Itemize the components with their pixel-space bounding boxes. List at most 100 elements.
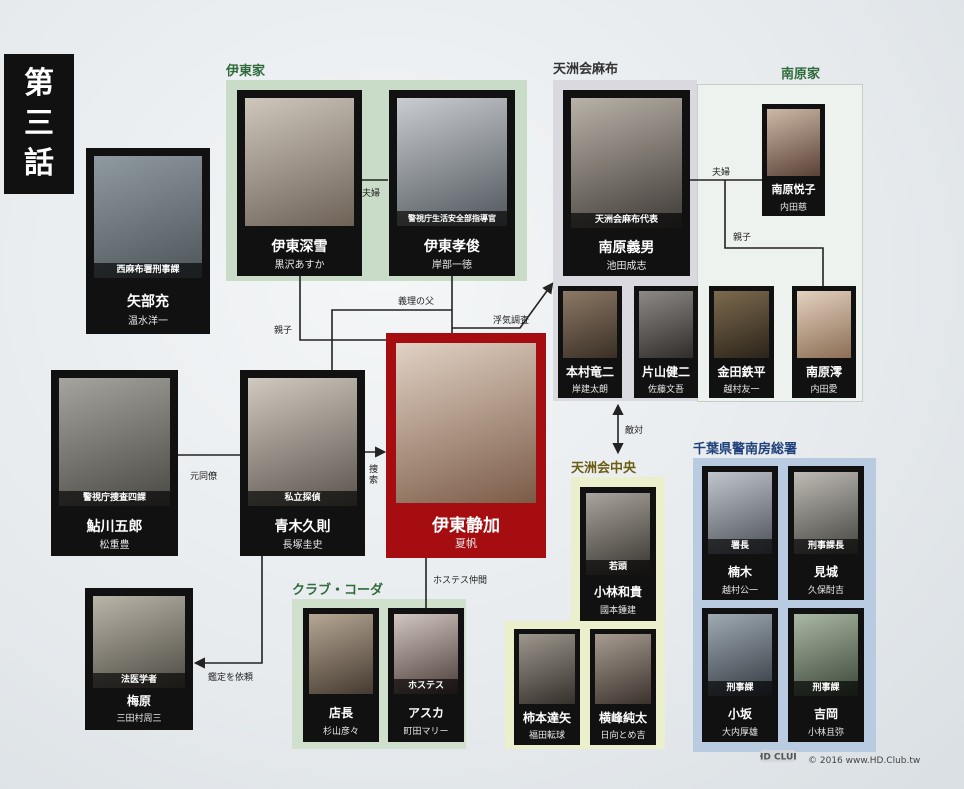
character-card-kimura[interactable]: 本村竜二 岸建太朗 (558, 286, 622, 398)
line-minamihara-parent-child (724, 180, 824, 290)
actor-name: 杉山彦々 (322, 727, 359, 737)
portrait-photo: 刑事課 (708, 614, 772, 696)
actor-name: 黒沢あすか (274, 260, 325, 271)
actor-name: 夏帆 (455, 537, 477, 550)
portrait-photo: 西麻布署刑事課 (94, 156, 202, 278)
portrait-photo (639, 291, 693, 358)
character-role: 西麻布署刑事課 (94, 263, 202, 278)
relation-label-request-autopsy: 鑑定を依頼 (208, 673, 254, 683)
line-affair-investigation (452, 282, 554, 329)
character-card-yokomine[interactable]: 横峰純太 日向とめ吉 (590, 629, 656, 745)
character-card-yoshioka[interactable]: 刑事課 吉岡 小林且弥 (788, 608, 864, 742)
relation-label-affair-investigation: 浮気調査 (493, 316, 530, 326)
character-card-asuka[interactable]: ホステス アスカ 町田マリー (388, 608, 464, 742)
character-card-mishiro[interactable]: 刑事課長 見城 久保酎吉 (788, 466, 864, 600)
character-card-tencho[interactable]: 店長 杉山彦々 (303, 608, 379, 742)
portrait-photo (714, 291, 769, 358)
character-name: 鮎川五郎 (86, 519, 143, 535)
character-card-kobayashi[interactable]: 若頭 小林和貴 國本鍾建 (580, 487, 656, 621)
character-name: 柿本達矢 (522, 711, 571, 725)
relation-label-hostility: 敵対 (625, 426, 644, 436)
portrait-photo: 私立探偵 (248, 378, 357, 506)
portrait-photo (396, 343, 536, 503)
character-name: 伊東孝俊 (424, 239, 480, 255)
character-card-minamihara-yoshio[interactable]: 天洲会麻布代表 南原義男 池田成志 (563, 90, 690, 276)
actor-name: 岸建太朗 (571, 385, 608, 395)
portrait-photo: 若頭 (586, 493, 650, 575)
character-card-ito-takatoshi[interactable]: 警視庁生活安全部指導官 伊東孝俊 岸部一徳 (389, 90, 515, 276)
character-role: 刑事課 (708, 681, 772, 696)
character-role: 私立探偵 (248, 491, 357, 506)
character-card-umehara[interactable]: 法医学者 梅原 三田村周三 (85, 588, 193, 730)
character-card-kakimoto[interactable]: 柿本達矢 福田転球 (514, 629, 580, 745)
actor-name: 三田村周三 (116, 714, 162, 724)
character-name: 伊東静加 (432, 516, 500, 536)
relation-label-search: 捜索 (369, 465, 379, 486)
character-name: 矢部充 (127, 294, 169, 310)
portrait-photo: 法医学者 (93, 596, 185, 688)
character-name: 南原澪 (805, 365, 842, 379)
character-card-aoki[interactable]: 私立探偵 青木久則 長塚圭史 (240, 370, 365, 556)
actor-name: 温水洋一 (128, 316, 168, 327)
character-role: 若頭 (586, 560, 650, 575)
actor-name: 福田転球 (528, 731, 565, 741)
actor-name: 長塚圭史 (282, 540, 323, 551)
relation-label-parent-child-ito: 親子 (274, 326, 293, 336)
character-card-kusunoki[interactable]: 署長 楠木 越村公一 (702, 466, 778, 600)
actor-name: 池田成志 (606, 261, 647, 272)
portrait-photo (563, 291, 617, 358)
character-name: 片山健二 (641, 365, 690, 379)
character-card-minamihara-etsuko[interactable]: 南原悦子 内田慈 (762, 104, 825, 216)
title-char-1: 第 (24, 66, 54, 101)
actor-name: 越村公一 (721, 586, 758, 596)
group-label-minamihara-family: 南原家 (781, 67, 821, 82)
character-name: 店長 (328, 706, 353, 720)
portrait-photo: 警視庁捜査四課 (59, 378, 170, 506)
actor-name: 越村友一 (723, 385, 760, 395)
group-label-tenshu-chuo: 天洲会中央 (571, 461, 637, 476)
relation-label-father-in-law: 義理の父 (398, 297, 435, 307)
character-name: 南原義男 (598, 240, 655, 256)
character-card-ito-shizuka[interactable]: 伊東静加 夏帆 (386, 333, 546, 558)
character-card-katayama[interactable]: 片山健二 佐藤文吾 (634, 286, 698, 398)
portrait-photo: 天洲会麻布代表 (571, 98, 682, 228)
character-card-ayukawa[interactable]: 警視庁捜査四課 鮎川五郎 松重豊 (51, 370, 178, 556)
portrait-photo: ホステス (394, 614, 458, 694)
character-card-yabe[interactable]: 西麻布署刑事課 矢部充 温水洋一 (86, 148, 210, 334)
line-request-autopsy (193, 555, 263, 669)
hd-club-logo: HD CLUB (756, 748, 800, 764)
group-label-chiba-police: 千葉県警南房総署 (693, 442, 798, 457)
portrait-photo (797, 291, 851, 358)
line-ito-parent-child (299, 276, 386, 341)
actor-name: 町田マリー (403, 727, 449, 737)
actor-name: 國本鍾建 (599, 606, 636, 616)
character-role: 署長 (708, 539, 772, 554)
portrait-photo: 刑事課長 (794, 472, 858, 554)
group-label-ito-family: 伊東家 (226, 64, 266, 79)
character-card-ito-miyuki[interactable]: 伊東深雪 黒沢あすか (237, 90, 362, 276)
actor-name: 大内厚雄 (721, 728, 758, 738)
character-card-minamihara-mio[interactable]: 南原澪 内田愛 (792, 286, 856, 398)
actor-name: 佐藤文吾 (647, 385, 684, 395)
character-name: 金田鉄平 (717, 365, 766, 379)
character-card-kaneda[interactable]: 金田鉄平 越村友一 (709, 286, 774, 398)
character-name: 伊東深雪 (271, 239, 328, 255)
actor-name: 内田慈 (779, 203, 807, 213)
group-label-tenshu-azabu: 天洲会麻布 (553, 62, 619, 77)
actor-name: 日向とめ吉 (600, 731, 646, 741)
character-name: 梅原 (126, 694, 151, 708)
portrait-photo: 警視庁生活安全部指導官 (397, 98, 507, 226)
portrait-photo: 刑事課 (794, 614, 858, 696)
character-name: 小坂 (727, 707, 752, 721)
hd-club-logo-mark: HD CLUB (756, 750, 800, 763)
character-card-kosaka[interactable]: 刑事課 小坂 大内厚雄 (702, 608, 778, 742)
portrait-photo (519, 634, 575, 704)
character-name: 横峰純太 (598, 711, 647, 725)
relation-label-former-colleagues: 元同僚 (190, 472, 218, 482)
relation-label-couple-ito: 夫婦 (362, 189, 381, 199)
character-name: 南原悦子 (771, 183, 816, 196)
actor-name: 松重豊 (99, 540, 130, 551)
relation-label-hostess-colleagues: ホステス仲間 (433, 576, 488, 586)
portrait-photo (309, 614, 373, 694)
